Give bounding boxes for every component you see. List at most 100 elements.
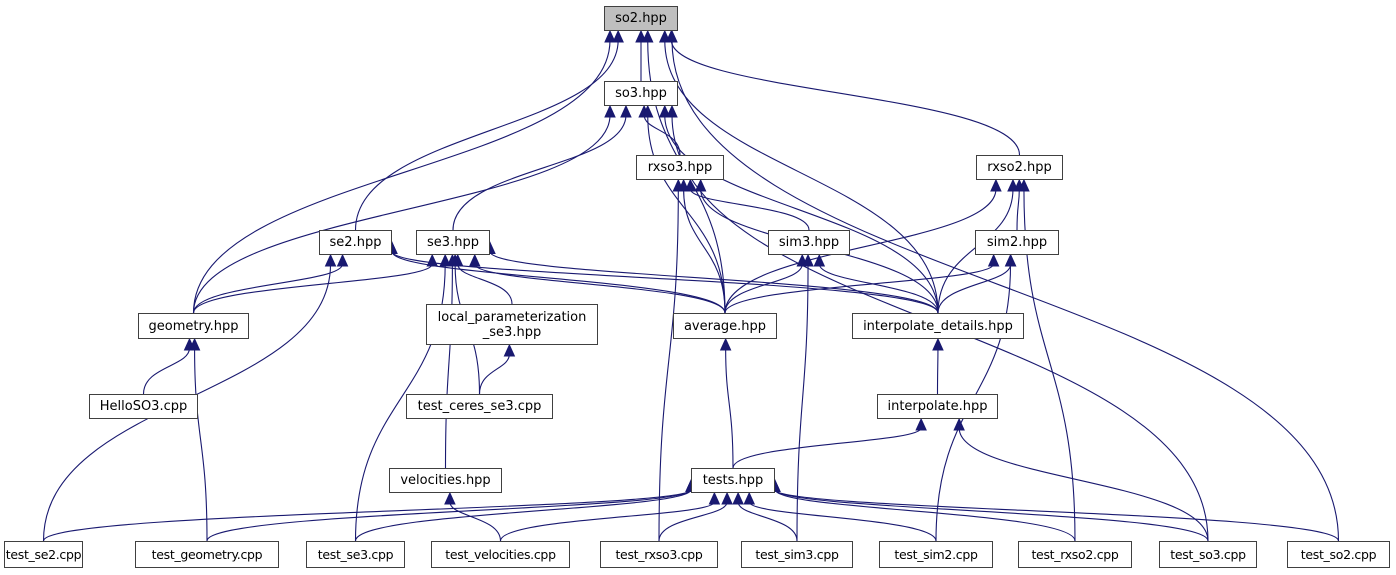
arrowhead-test_so3-to-interpolate [953,417,965,431]
edge-test_ceres_se3-to-local_param [478,353,510,395]
node-interpolate-hpp[interactable]: interpolate.hpp [877,394,998,419]
node-test-geometry-cpp[interactable]: test_geometry.cpp [135,541,279,568]
edge-geometry-to-so3 [192,114,611,314]
edge-test_rxso3-to-tests [658,501,728,542]
edge-average-to-se2 [391,251,726,314]
node-se3-hpp[interactable]: se3.hpp [416,230,490,255]
arrowhead-average-to-rxso2 [990,178,1002,192]
arrowhead-test_sim3-to-tests [732,491,744,505]
node-interpolate-details-hpp[interactable]: interpolate_details.hpp [852,313,1024,339]
arrowhead-test_so2-to-so2 [666,29,678,43]
node-so3-hpp[interactable]: so3.hpp [604,81,678,106]
node-velocities-hpp[interactable]: velocities.hpp [389,468,502,493]
node-test-rxso3-cpp[interactable]: test_rxso3.cpp [600,541,718,568]
arrowhead-average-to-so3 [641,104,654,118]
arrowhead-interp_details-to-so3 [658,104,671,118]
arrowhead-test_sim2-to-tests [743,491,756,505]
edge-test_sim3-to-tests [737,501,798,542]
edge-test_velocities-to-tests [499,501,715,542]
arrowhead-geometry-to-so3 [604,104,616,118]
arrowhead-geometry-to-se3 [426,253,439,267]
arrowhead-test_se2-to-se2 [324,253,337,267]
edge-interp_details-to-so3 [664,114,939,314]
edge-test_rxso2-to-tests [774,489,1076,542]
node-test-velocities-cpp[interactable]: test_velocities.cpp [431,541,570,568]
node-helloso3-cpp[interactable]: HelloSO3.cpp [89,394,198,419]
node-geometry-hpp[interactable]: geometry.hpp [138,313,249,339]
edge-geometry-to-se2 [192,263,344,314]
arrowhead-test_rxso3-to-tests [721,491,733,505]
node-test-sim2-cpp[interactable]: test_sim2.cpp [879,541,993,568]
arrowhead-tests-to-interpolate [915,417,927,431]
edge-test_so2-to-tests [774,489,1340,542]
edge-se3-to-so3 [452,114,627,231]
arrowhead-test_velocities-to-velocities [444,491,456,505]
edge-test_rxso3-to-rxso3 [658,188,679,542]
edge-interp_details-to-se3 [489,251,939,314]
edge-test_sim2-to-tests [748,501,937,542]
arrowhead-average-to-se3 [468,253,481,267]
arrowhead-test_so3-to-so3 [666,104,678,118]
node-rxso2-hpp[interactable]: rxso2.hpp [976,155,1063,180]
edge-tests-to-average [725,347,734,469]
edge-test_so2-to-so2 [671,39,1340,542]
edge-velocities-to-se3 [444,263,453,469]
node-so2-hpp[interactable]: so2.hpp [604,6,678,31]
edge-test_geometry-to-geometry [194,347,208,542]
arrowhead-interp_details-to-rxso2 [1007,178,1019,192]
edge-average-to-se3 [474,263,726,314]
node-test-sim3-cpp[interactable]: test_sim3.cpp [741,541,853,568]
node-test-se2-cpp[interactable]: test_se2.cpp [4,541,83,568]
arrowhead-test_sim3-to-sim3 [802,253,814,267]
arrowhead-tests-to-average [719,337,732,351]
node-sim2-hpp[interactable]: sim2.hpp [975,230,1059,255]
edge-test_velocities-to-velocities [449,501,502,542]
edge-interp_details-to-so2 [664,39,939,314]
arrowhead-geometry-to-se2 [336,253,349,267]
edge-rxso2-to-so2 [670,39,1021,156]
arrowhead-se2-to-so2 [612,29,624,43]
node-test-so2-cpp[interactable]: test_so2.cpp [1287,541,1390,568]
edge-test_so3-to-interpolate [958,427,1209,542]
arrowhead-test_rxso2-to-rxso2 [1018,178,1030,192]
node-test-so3-cpp[interactable]: test_so3.cpp [1159,541,1257,568]
edge-helloso3-to-geometry [142,347,191,395]
arrowhead-test_se3-to-se3 [439,253,451,267]
node-test-rxso2-cpp[interactable]: test_rxso2.cpp [1018,541,1132,568]
node-test-se3-cpp[interactable]: test_se3.cpp [306,541,405,568]
edge-average-to-rxso3 [683,188,726,314]
node-local-parameterization-se3-hpp[interactable]: local_parameterization _se3.hpp [426,304,598,345]
arrowhead-geometry-to-so2 [604,29,616,43]
arrowhead-interp_details-to-so2 [658,29,671,43]
arrowhead-test_geometry-to-geometry [188,337,201,351]
edge-geometry-to-se3 [192,263,433,314]
edge-tests-to-interpolate [732,427,922,469]
edge-interp_details-to-sim2 [937,263,1012,314]
arrowhead-velocities-to-se3 [446,253,459,267]
node-tests-hpp[interactable]: tests.hpp [691,468,775,493]
edge-interp_details-to-sim3 [818,263,939,314]
arrowhead-test_rxso3-to-rxso3 [672,178,685,192]
edge-average-to-rxso2 [724,188,997,314]
node-se2-hpp[interactable]: se2.hpp [319,230,392,255]
edge-test_sim3-to-sim3 [796,263,809,542]
edge-average-to-sim2 [724,263,995,314]
arrowhead-interpolate-to-interp_details [932,337,944,351]
node-test-ceres-se3-cpp[interactable]: test_ceres_se3.cpp [406,394,553,419]
edge-local_param-to-se3 [457,263,513,305]
edge-test_so3-to-tests [774,489,1209,542]
edge-sim2-to-rxso2 [1016,188,1020,231]
edge-test_se3-to-tests [354,489,692,542]
arrowhead-interp_details-to-rxso3 [694,178,707,192]
arrowhead-interp_details-to-sim3 [813,253,826,267]
node-rxso3-hpp[interactable]: rxso3.hpp [636,155,724,180]
node-sim3-hpp[interactable]: sim3.hpp [768,230,850,255]
edge-test_geometry-to-tests [206,489,692,542]
arrowhead-average-to-so2 [641,29,654,43]
node-average-hpp[interactable]: average.hpp [673,313,777,339]
arrowhead-test_sim2-to-sim2 [1004,253,1017,267]
edge-geometry-to-so2 [192,39,611,314]
edge-sim3-to-rxso3 [689,188,810,231]
